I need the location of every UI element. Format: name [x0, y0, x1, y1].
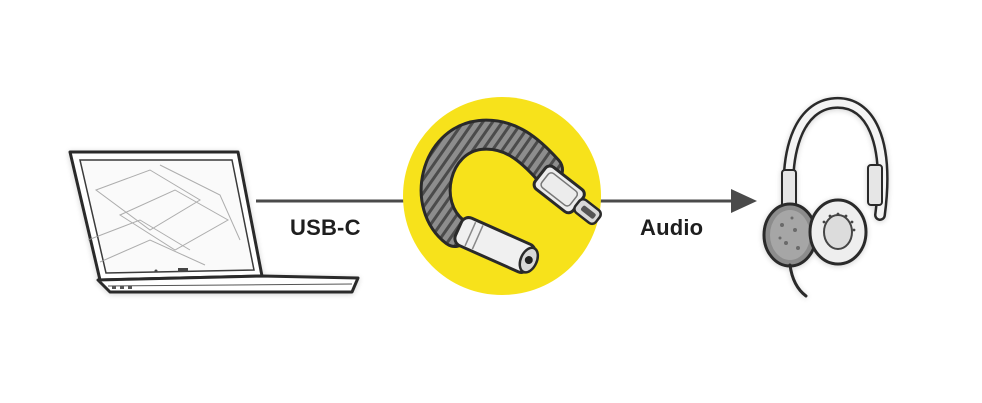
laptop-icon [68, 150, 360, 294]
usb-c-label: USB-C [290, 215, 361, 240]
headphones-icon [762, 96, 889, 298]
usb-c-audio-adapter-icon [419, 118, 602, 274]
audio-label: Audio [640, 215, 704, 240]
connector-audio [600, 189, 757, 213]
